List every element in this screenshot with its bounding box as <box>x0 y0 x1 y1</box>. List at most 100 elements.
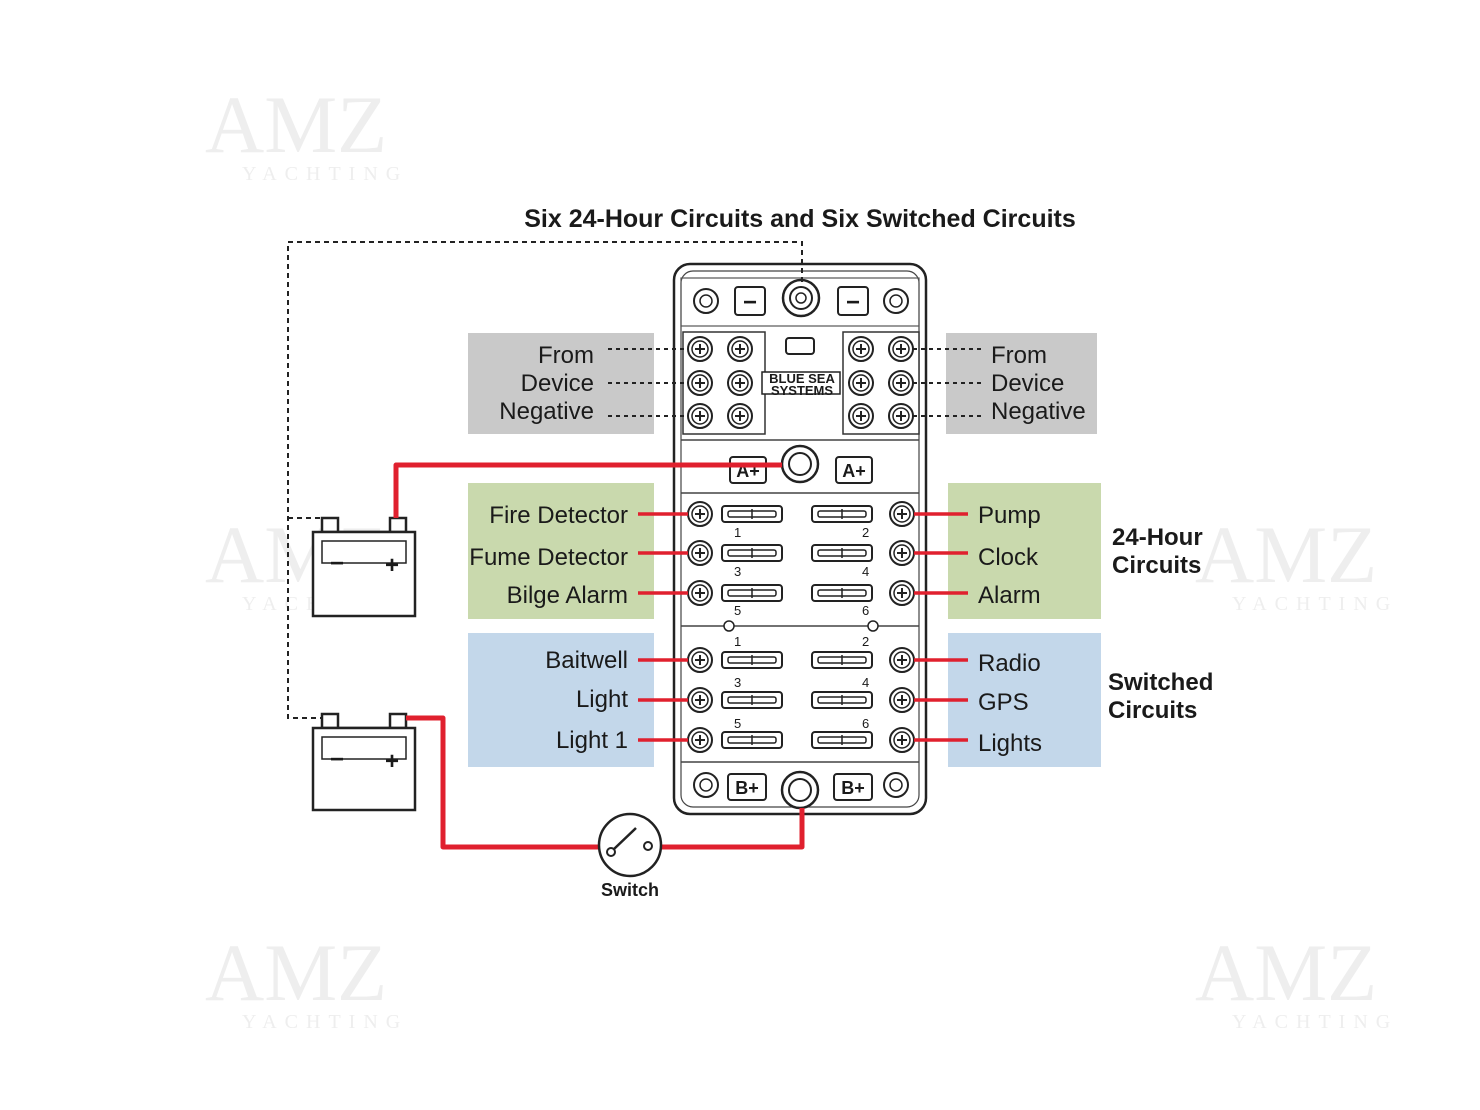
watermark-sub: YACHTING <box>1232 593 1398 615</box>
fuse-number: 4 <box>862 564 869 579</box>
fuse-number: 4 <box>862 675 869 690</box>
brand-line2: SYSTEMS <box>771 383 833 398</box>
group-label-line: Circuits <box>1112 552 1201 579</box>
b-plus-stud <box>780 770 820 810</box>
fuse-number: 1 <box>734 525 741 540</box>
diagram-title: Six 24-Hour Circuits and Six Switched Ci… <box>524 205 1076 233</box>
circuit-terminal <box>687 540 713 566</box>
circuit-terminal <box>687 687 713 713</box>
blade-fuse <box>811 505 873 523</box>
negative-left-line: Negative <box>499 398 594 425</box>
fuse-number: 5 <box>734 716 741 731</box>
negative-terminal <box>687 403 713 429</box>
circuit-label-fire-detector: Fire Detector <box>489 502 628 529</box>
switch-label: Switch <box>601 880 659 900</box>
circuit-terminal <box>687 501 713 527</box>
circuit-terminal <box>687 727 713 753</box>
hour24-left-box <box>468 483 654 619</box>
group-label-line: Switched <box>1108 669 1213 696</box>
negative-terminal <box>848 336 874 362</box>
battery-plus-icon: + <box>385 552 399 579</box>
fuse-number: 2 <box>862 525 869 540</box>
circuit-terminal <box>687 580 713 606</box>
switched-left-labels: Baitwell Light Light 1 <box>545 647 628 754</box>
watermark-brand: AMZ <box>205 79 387 170</box>
fuse-number: 5 <box>734 603 741 618</box>
hour24-right-box <box>948 483 1101 619</box>
blade-fuse <box>721 691 783 709</box>
circuit-label-gps: GPS <box>978 689 1029 716</box>
negative-terminal <box>687 336 713 362</box>
blade-fuse <box>721 544 783 562</box>
circuit-label-pump: Pump <box>978 502 1041 529</box>
negative-terminal <box>727 403 753 429</box>
circuit-label-fume-detector: Fume Detector <box>469 544 628 571</box>
hour24-left-labels: Fire Detector Fume Detector Bilge Alarm <box>469 502 628 609</box>
blade-fuse <box>721 651 783 669</box>
negative-right-line: From <box>991 342 1047 369</box>
circuit-wires <box>608 348 985 742</box>
circuit-terminal <box>889 501 915 527</box>
circuit-terminal <box>687 647 713 673</box>
negative-right-line: Negative <box>991 398 1086 425</box>
circuit-label-light-1: Light 1 <box>556 727 628 754</box>
circuit-terminal <box>889 540 915 566</box>
fuse-number: 6 <box>862 603 869 618</box>
circuit-label-radio: Radio <box>978 650 1041 677</box>
circuit-label-clock: Clock <box>978 544 1039 571</box>
fuses <box>721 505 873 749</box>
negative-symbol-left: − <box>743 289 757 316</box>
b-plus-label-left: B+ <box>735 778 759 798</box>
hour24-right-labels: Pump Clock Alarm <box>978 502 1041 609</box>
switched-left-box <box>468 633 654 767</box>
watermark-brand: AMZ <box>205 927 387 1018</box>
fuse-number: 1 <box>734 634 741 649</box>
negative-left-labels: From Device Negative <box>499 342 594 425</box>
group-label-line: 24-Hour <box>1112 524 1203 551</box>
negative-terminal <box>888 370 914 396</box>
fuse-number: 3 <box>734 675 741 690</box>
blade-fuse <box>721 731 783 749</box>
negative-dashed-wires <box>287 241 803 719</box>
negative-symbol-right: − <box>846 289 860 316</box>
switched-right-labels: Radio GPS Lights <box>978 650 1042 757</box>
positive-wires <box>393 462 805 850</box>
blade-fuse <box>811 651 873 669</box>
circuit-label-lights: Lights <box>978 730 1042 757</box>
blade-fuse <box>721 584 783 602</box>
negative-left-line: Device <box>521 370 594 397</box>
negative-terminal <box>727 370 753 396</box>
watermark-sub: YACHTING <box>242 1011 408 1033</box>
watermark-top-left: AMZ YACHTING <box>205 79 400 185</box>
negative-terminal <box>687 370 713 396</box>
hour24-group-label: 24-Hour Circuits <box>1112 524 1203 579</box>
negative-right-labels: From Device Negative <box>991 342 1086 425</box>
battery-bottom: − + <box>311 712 417 812</box>
fuse-number: 3 <box>734 564 741 579</box>
watermark-bottom-right: AMZ YACHTING <box>1195 927 1398 1033</box>
watermark-sub: YACHTING <box>1232 1011 1398 1033</box>
watermark-brand: AMZ <box>1195 927 1377 1018</box>
watermark-mid-right: AMZ YACHTING <box>1195 509 1398 615</box>
negative-right-line: Device <box>991 370 1064 397</box>
blade-fuse <box>811 544 873 562</box>
negative-terminal <box>888 403 914 429</box>
brand-badge <box>761 371 841 395</box>
fuse-number: 6 <box>862 716 869 731</box>
circuit-label-light: Light <box>576 686 628 713</box>
blade-fuse <box>811 691 873 709</box>
fuse-numbers-24h: 1 2 3 4 5 6 <box>734 525 869 618</box>
circuit-label-bilge-alarm: Bilge Alarm <box>507 582 628 609</box>
watermark-bottom-left: AMZ YACHTING <box>205 927 408 1033</box>
circuit-terminal <box>889 580 915 606</box>
brand-line1: BLUE SEA <box>769 371 835 386</box>
negative-terminal <box>848 370 874 396</box>
battery-plus-icon: + <box>385 748 399 775</box>
negative-terminal <box>848 403 874 429</box>
blade-fuse <box>811 584 873 602</box>
negative-left-line: From <box>538 342 594 369</box>
fuse-numbers-switched: 1 2 3 4 5 6 <box>734 634 869 731</box>
group-label-line: Circuits <box>1108 697 1197 724</box>
fuse-number: 2 <box>862 634 869 649</box>
